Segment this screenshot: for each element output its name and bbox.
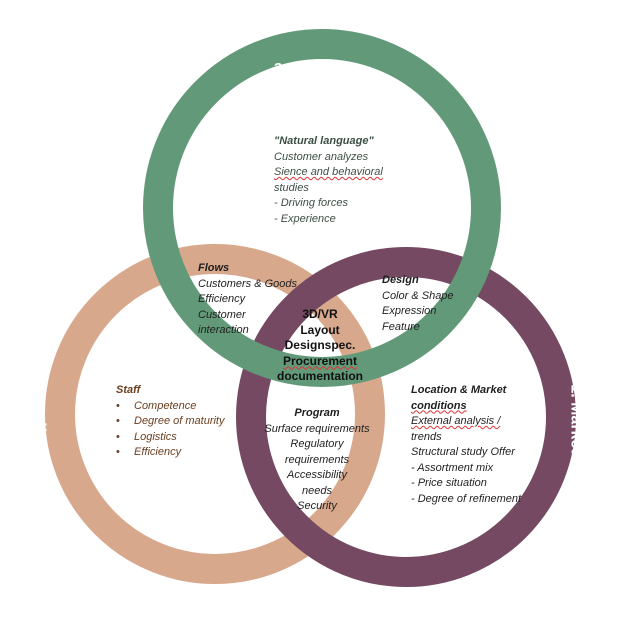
staff-block-item: Logistics bbox=[116, 430, 224, 446]
center-block-line: documentation bbox=[277, 369, 363, 383]
market-block-line: Structural study Offer bbox=[411, 446, 515, 458]
customer-block-heading: "Natural language" bbox=[274, 135, 374, 147]
customer-block-line: Customer analyzes bbox=[274, 150, 369, 163]
design-block-line: Feature bbox=[382, 320, 420, 333]
customer-block-line: - Driving forces bbox=[274, 197, 348, 209]
staff-block-item: Competence bbox=[116, 399, 224, 415]
market-ring-title: 1. Market bbox=[567, 384, 585, 454]
staff-block-heading: Staff bbox=[116, 384, 141, 396]
program-block-line: Surface requirements bbox=[264, 422, 370, 435]
market-block-line: - Degree of refinement bbox=[411, 492, 522, 505]
market-block-line: External analysis / bbox=[411, 415, 501, 427]
program-block-line: needs bbox=[302, 484, 332, 497]
flows-block-line: Customers & Goods bbox=[198, 277, 298, 290]
staff-block-item: Degree of maturity bbox=[116, 414, 224, 430]
staff-block-item: Efficiency bbox=[116, 445, 224, 461]
market-block-heading: Location & Market bbox=[411, 384, 507, 396]
flows-block-heading: Flows bbox=[198, 262, 230, 274]
flows-block-line: interaction bbox=[198, 324, 249, 336]
market-block-line: trends bbox=[411, 430, 442, 443]
program-block-line: Accessibility bbox=[287, 469, 347, 481]
program-block-line: requirements bbox=[284, 453, 350, 466]
market-block-line: - Assortment mix bbox=[411, 461, 494, 474]
program-block-heading: Program bbox=[294, 407, 340, 419]
operation-ring-title: 2. Operation bbox=[33, 422, 51, 516]
flows-block: Flows Customers & Goods Efficiency Custo… bbox=[198, 261, 297, 339]
design-block-line: Color & Shape bbox=[382, 289, 454, 302]
design-block-heading: Design bbox=[382, 274, 419, 286]
program-block: Program Surface requirements Regulatory … bbox=[258, 406, 376, 515]
center-block-line: Procurement bbox=[282, 353, 358, 368]
ring-customer bbox=[143, 29, 501, 387]
flows-block-line: Efficiency bbox=[198, 293, 246, 305]
customer-ring-title: 3. Customer bbox=[274, 60, 361, 77]
customer-block-line: studies bbox=[274, 181, 309, 194]
center-block-line: Designspec. bbox=[284, 338, 356, 352]
market-block-heading: conditions bbox=[411, 399, 467, 412]
market-block-line: - Price situation bbox=[411, 477, 487, 489]
staff-block: Staff Competence Degree of maturity Logi… bbox=[116, 383, 224, 461]
market-block: Location & Market conditions External an… bbox=[411, 383, 521, 507]
ring-market bbox=[236, 247, 576, 587]
ring-operation bbox=[45, 244, 385, 584]
design-block-line: Expression bbox=[382, 305, 437, 317]
flows-block-line: Customer bbox=[198, 308, 246, 321]
customer-block: "Natural language" Customer analyzes Sie… bbox=[274, 134, 383, 227]
customer-block-line: - Experience bbox=[274, 212, 336, 225]
program-block-line: Regulatory bbox=[290, 438, 344, 450]
center-block-line: 3D/VR bbox=[302, 307, 338, 321]
center-block: 3D/VR Layout Designspec. Procurement doc… bbox=[270, 307, 370, 385]
program-block-line: Security bbox=[297, 500, 337, 512]
design-block: Design Color & Shape Expression Feature bbox=[382, 273, 454, 335]
center-block-line: Layout bbox=[300, 322, 340, 337]
customer-block-line: Sience and behavioral bbox=[274, 166, 383, 178]
